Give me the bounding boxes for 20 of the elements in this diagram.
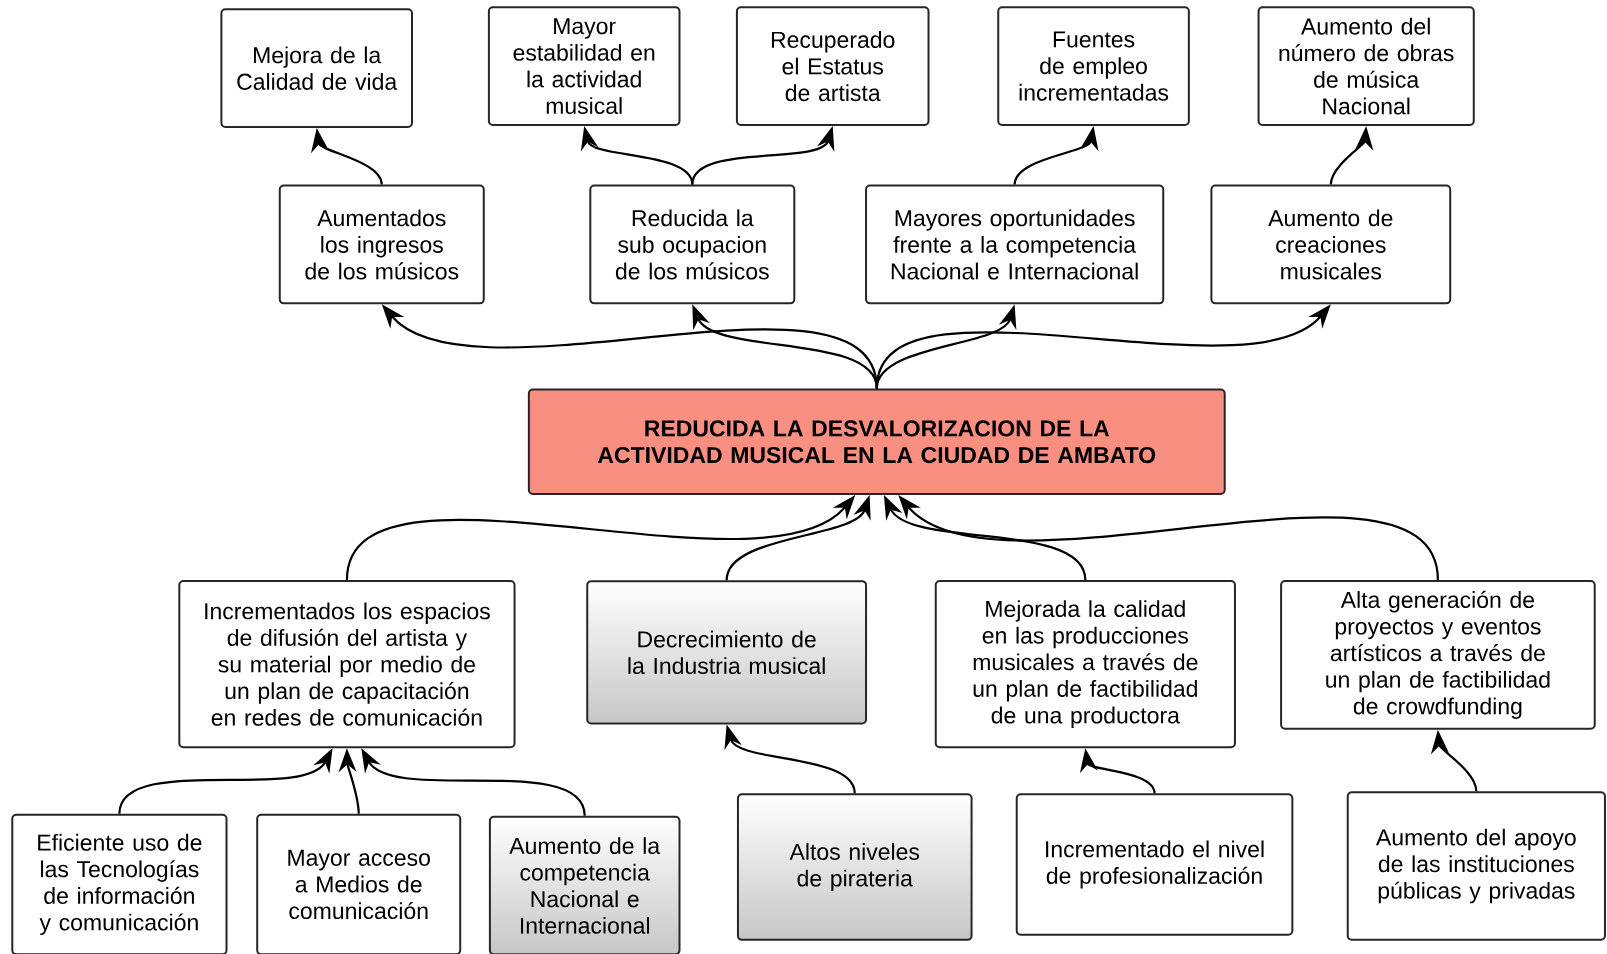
statement-box: Mayor estabilidad en la actividad musical — [487, 6, 681, 126]
statement-box: Mejorada la calidad en las producciones musicales a través de un plan de factibilidad de una productora — [934, 580, 1236, 749]
statement-box: Aumento de creaciones musicales — [1210, 184, 1452, 305]
central-problem-box: REDUCIDA LA DESVALORIZACION DE LA ACTIVIDAD MUSICAL EN LA CIUDAD DE AMBATO — [527, 388, 1226, 495]
statement-box: Altos niveles de pirateria — [736, 793, 973, 941]
statement-box: Mejora de la Calidad de vida — [220, 8, 413, 128]
statement-box: Alta generación de proyectos y eventos artísticos a través de un plan de factibilidad de crowdfunding — [1280, 580, 1596, 730]
statement-box: Reducida la sub ocupacion de los músicos — [589, 184, 796, 305]
statement-box: Eficiente uso de las Tecnologías de información y comunicación — [11, 813, 228, 954]
statement-box: Incrementado el nivel de profesionalización — [1015, 793, 1294, 936]
statement-box: Decrecimiento de la Industria musical — [586, 580, 868, 725]
statement-box: Recuperado el Estatus de artista — [735, 6, 930, 126]
statement-box: Mayores oportunidades frente a la competencia Nacional e Internacional — [865, 184, 1165, 305]
statement-box: Incrementados los espacios de difusión del artista y su material por medio de un plan de capacitación en redes de comunicación — [178, 580, 516, 749]
statement-box: Aumento del apoyo de las instituciones públicas y privadas — [1346, 791, 1606, 941]
statement-box: Aumento del número de obras de música Nacional — [1257, 6, 1475, 126]
statement-box: Aumento de la competencia Nacional e Internacional — [488, 815, 681, 954]
statement-box: Aumentados los ingresos de los músicos — [278, 184, 485, 305]
statement-box: Fuentes de empleo incrementadas — [997, 6, 1190, 126]
statement-box: Mayor acceso a Medios de comunicación — [256, 813, 462, 954]
